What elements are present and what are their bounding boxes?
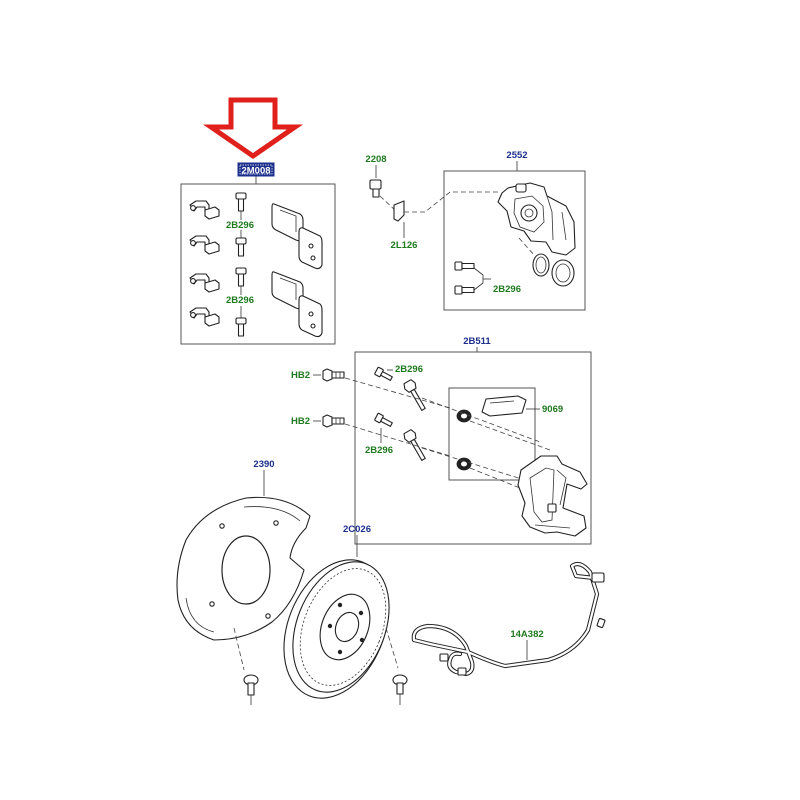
label-2b296-caliper[interactable]: 2B296 bbox=[493, 284, 521, 295]
grease-sachet-icon bbox=[481, 395, 527, 417]
label-2208[interactable]: 2208 bbox=[365, 154, 386, 165]
carrier-kit-frame bbox=[354, 351, 592, 545]
anti-rattle-clip-icon bbox=[189, 200, 210, 319]
wear-sensor-cable-icon bbox=[411, 561, 606, 677]
caliper-frame bbox=[443, 170, 586, 311]
label-hb2-b[interactable]: HB2 bbox=[291, 416, 310, 427]
highlighted-part-label[interactable]: 2M008 bbox=[237, 162, 275, 177]
caliper-bolt-icon bbox=[454, 261, 475, 295]
label-2b296-carrier-a[interactable]: 2B296 bbox=[395, 364, 423, 375]
label-2b296-pins-b[interactable]: 2B296 bbox=[226, 295, 254, 306]
label-2390[interactable]: 2390 bbox=[253, 459, 274, 470]
anti-rattle-clip-icon bbox=[204, 206, 220, 327]
carrier-bolt-icon bbox=[374, 366, 426, 461]
brake-disc-icon bbox=[283, 559, 390, 699]
label-9069[interactable]: 9069 bbox=[542, 404, 563, 415]
label-hb2-a[interactable]: HB2 bbox=[291, 370, 310, 381]
selection-arrow-icon bbox=[202, 97, 304, 160]
shield-bolt-icon bbox=[243, 674, 259, 696]
label-2552[interactable]: 2552 bbox=[506, 150, 527, 161]
caliper-carrier-icon bbox=[517, 455, 588, 537]
brake-pad-icon bbox=[271, 203, 323, 338]
label-2l126[interactable]: 2L126 bbox=[391, 240, 418, 251]
disc-screw-icon bbox=[392, 674, 408, 695]
dust-shield-icon bbox=[176, 496, 311, 641]
sensor-connector-icon bbox=[369, 179, 382, 198]
grease-kit-frame bbox=[448, 387, 536, 481]
brake-caliper-icon bbox=[497, 182, 576, 256]
label-2b511[interactable]: 2B511 bbox=[463, 336, 491, 347]
label-14a382[interactable]: 14A382 bbox=[510, 629, 543, 640]
label-2b296-pins-a[interactable]: 2B296 bbox=[226, 220, 254, 231]
label-2c026[interactable]: 2C026 bbox=[343, 524, 371, 535]
hub-bolt-icon bbox=[322, 368, 345, 428]
guide-boot-icon bbox=[456, 409, 472, 471]
sensor-bracket-icon bbox=[393, 200, 405, 222]
label-2b296-carrier-b[interactable]: 2B296 bbox=[365, 445, 393, 456]
piston-seal-icon bbox=[532, 253, 575, 287]
pad-kit-frame bbox=[180, 183, 336, 345]
label-2m008: 2M008 bbox=[241, 166, 270, 177]
